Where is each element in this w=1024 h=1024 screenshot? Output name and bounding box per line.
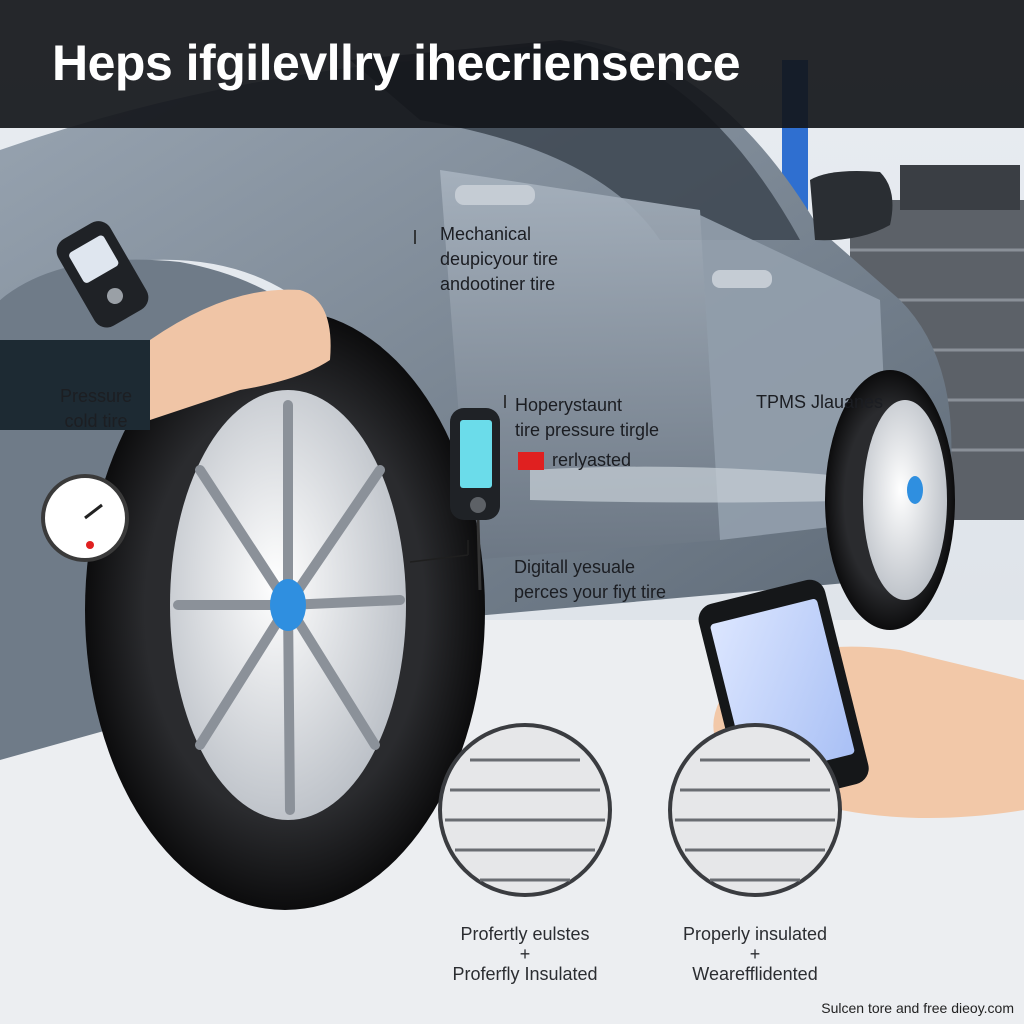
label-left-tire: Profertly eulstes + Proferfly Insulated xyxy=(452,924,598,984)
label-rerlyasted: rerlyasted xyxy=(552,450,632,470)
tire-tread-right-icon xyxy=(668,723,842,897)
label-mechanical: Mechanical deupicyour tire andootiner ti… xyxy=(440,224,559,294)
gauge-heart-icon xyxy=(86,541,94,549)
label-hoperystaunt: Hoperystaunt tire pressure tirgle xyxy=(515,395,660,440)
door-handle xyxy=(455,185,535,205)
page-title: Heps ifgilevllry ihecriensence xyxy=(52,35,741,91)
annotation-lines xyxy=(409,230,506,563)
tire-tread-left-icon xyxy=(438,723,612,897)
rear-rim xyxy=(863,400,947,600)
body-highlight xyxy=(530,466,880,503)
label-right-tire: Properly insulated + Wearefflidented xyxy=(682,924,828,984)
label-pressure-cold: Pressure cold tire xyxy=(59,386,133,431)
label-digital: Digitall yesuale perces your fiyt tire xyxy=(514,557,667,602)
label-tpms: TPMS Jlauanes xyxy=(756,392,884,412)
toolbox xyxy=(900,165,1020,210)
red-marker xyxy=(518,452,544,470)
front-hub-cap xyxy=(270,579,306,631)
footer-credit: Sulcen tore and free dieoy.com xyxy=(821,1000,1014,1016)
gauge-needle xyxy=(84,503,103,520)
key-fob-icon xyxy=(56,221,149,328)
title-bar xyxy=(0,0,1024,128)
digital-gauge-icon xyxy=(450,408,500,591)
rear-door-handle xyxy=(712,270,772,288)
car-door xyxy=(440,170,720,560)
side-mirror xyxy=(810,171,893,241)
rim-spokes xyxy=(173,400,405,815)
rear-hub xyxy=(907,476,923,504)
sleeve xyxy=(0,340,150,430)
